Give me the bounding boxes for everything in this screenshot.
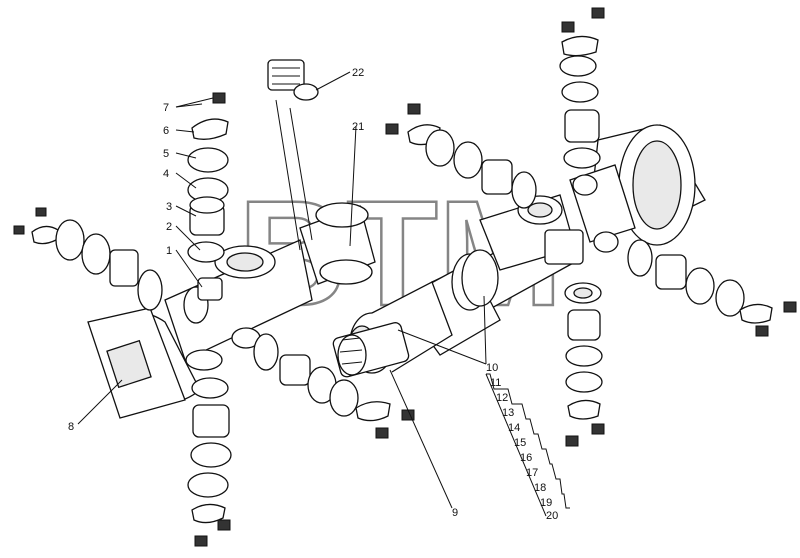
callout-16: 16 <box>520 452 532 464</box>
callout-21: 21 <box>352 121 364 133</box>
right-lower-parts-stack <box>565 309 605 447</box>
left-flange-housing <box>87 239 313 419</box>
right-side-parts-row <box>627 239 797 337</box>
callout-4: 4 <box>163 168 169 180</box>
splined-shaft <box>332 322 410 378</box>
right-top-parts-stack <box>559 7 605 169</box>
callout-8: 8 <box>68 421 74 433</box>
callout-17: 17 <box>526 467 538 479</box>
callout-1: 1 <box>166 245 172 257</box>
callout-12: 12 <box>496 392 508 404</box>
left-side-parts-row <box>13 207 163 311</box>
callout-5: 5 <box>163 148 169 160</box>
callout-labels: 1 2 3 4 5 6 7 8 9 10 11 12 13 14 15 16 1… <box>68 67 558 522</box>
callout-15: 15 <box>514 437 526 449</box>
left-top-parts-stack <box>187 92 229 301</box>
breather-fitting <box>267 59 319 101</box>
leader-lines <box>77 71 570 517</box>
callout-11: 11 <box>490 377 501 389</box>
callout-14: 14 <box>508 422 520 434</box>
callout-18: 18 <box>534 482 546 494</box>
right-diff-housing <box>569 124 706 253</box>
callout-9: 9 <box>452 507 458 519</box>
callout-22: 22 <box>352 67 364 79</box>
upper-cylinder <box>299 202 376 285</box>
callout-20: 20 <box>546 510 558 522</box>
callout-7: 7 <box>163 102 169 114</box>
callout-10: 10 <box>486 362 498 374</box>
callout-6: 6 <box>163 125 169 137</box>
center-upper-parts-row <box>385 103 537 209</box>
callout-2: 2 <box>166 221 172 233</box>
left-lower-parts-stack <box>185 349 232 547</box>
callout-13: 13 <box>502 407 514 419</box>
callout-3: 3 <box>166 201 172 213</box>
callout-19: 19 <box>540 497 552 509</box>
center-lower-parts-row <box>253 333 415 439</box>
